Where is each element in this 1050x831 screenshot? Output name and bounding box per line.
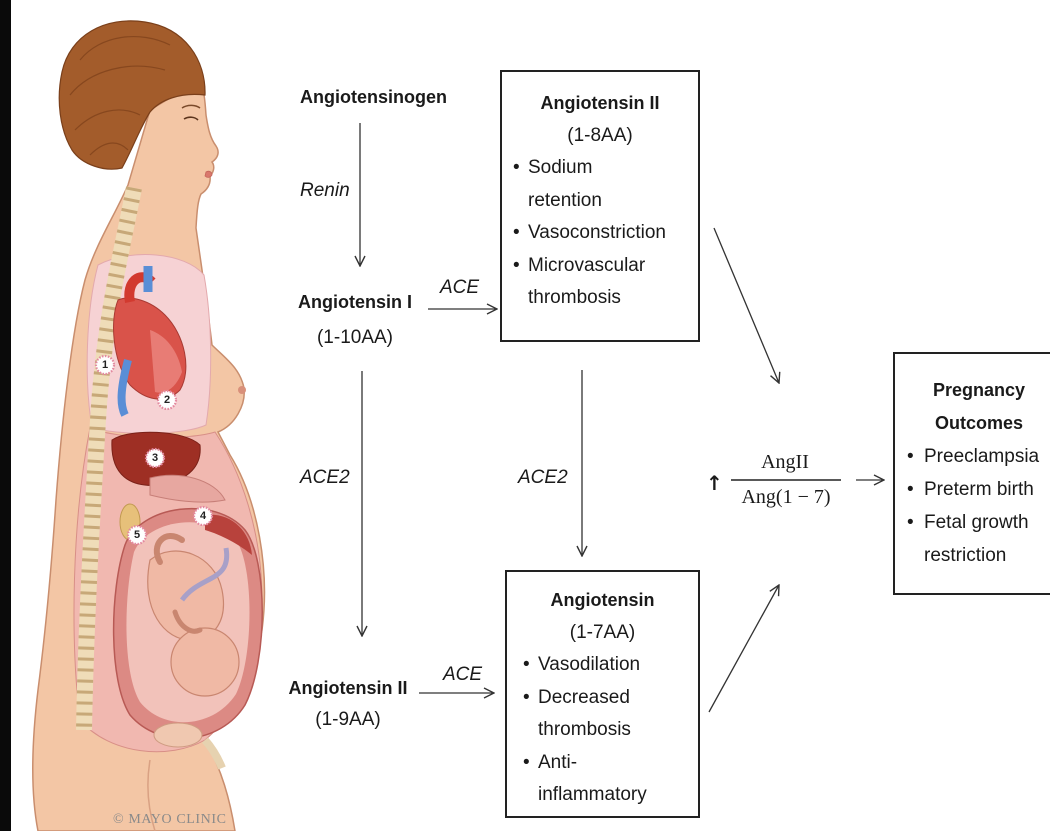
fetus-head [171, 628, 239, 696]
left-edge-strip [0, 0, 11, 831]
angiotensin-i-length: (1-10AA) [275, 320, 435, 356]
renin-label: Renin [300, 180, 350, 202]
bullet-preeclampsia: • Preeclampsia [895, 440, 1050, 473]
nipple [238, 386, 246, 394]
bullet-sodium-retention: • Sodium retention [502, 152, 698, 217]
ace2-right-label: ACE2 [518, 467, 568, 489]
bullet-line: Decreased [538, 682, 698, 715]
bullet-dot: • [907, 440, 914, 473]
bullet-line: Preterm birth [924, 473, 1050, 506]
marker-number: 2 [164, 394, 170, 406]
arrow-angiotensin-ii-to-ratio [714, 228, 779, 383]
bullet-dot: • [907, 506, 914, 539]
bullet-line: retention [528, 185, 698, 218]
bullet-line: inflammatory [538, 779, 698, 812]
bullet-microvascular-thrombosis: • Microvascular thrombosis [502, 250, 698, 315]
bullet-line: restriction [924, 539, 1050, 572]
pregnant-woman-illustration: 1 2 3 4 5 [0, 0, 270, 831]
bullet-dot: • [523, 682, 530, 715]
ratio-numerator: AngII [730, 449, 840, 475]
marker-number: 4 [200, 510, 207, 522]
bullet-line: Sodium [528, 152, 698, 185]
bullet-line: Anti- [538, 747, 698, 780]
bullet-decreased-thrombosis: • Decreased thrombosis [507, 682, 698, 747]
ratio-increase-arrow: ↑ [706, 470, 723, 496]
bullet-anti-inflammatory: • Anti- inflammatory [507, 747, 698, 812]
angiotensin-i-title: Angiotensin I [275, 284, 435, 320]
bullet-line: Preeclampsia [924, 440, 1050, 473]
angiotensin-ii-box-length: (1-8AA) [502, 120, 698, 153]
outcomes-title-line: Outcomes [895, 407, 1050, 440]
bullet-dot: • [513, 250, 520, 283]
marker-3: 3 [146, 449, 164, 467]
angiotensin-1-9-node: Angiotensin II (1-9AA) [268, 673, 428, 735]
marker-number: 3 [152, 452, 158, 464]
marker-2: 2 [158, 391, 176, 409]
lips [205, 171, 212, 177]
bullet-dot: • [523, 747, 530, 780]
marker-4: 4 [194, 507, 212, 525]
ace2-left-label: ACE2 [300, 467, 350, 489]
bullet-dot: • [907, 473, 914, 506]
bullet-line: Vasoconstriction [528, 217, 698, 250]
bullet-line: thrombosis [528, 282, 698, 315]
bullet-vasoconstriction: • Vasoconstriction [502, 217, 698, 250]
bullet-preterm-birth: • Preterm birth [895, 473, 1050, 506]
bullet-line: Vasodilation [538, 649, 698, 682]
bullet-line: thrombosis [538, 714, 698, 747]
ace-lower-label: ACE [443, 664, 482, 686]
image-credit: © MAYO CLINIC [113, 810, 227, 830]
angiotensin-1-7-box-title: Angiotensin [507, 584, 698, 617]
bullet-line: Microvascular [528, 250, 698, 283]
angiotensin-ii-box-title: Angiotensin II [502, 87, 698, 120]
ace-upper-label: ACE [440, 277, 479, 299]
marker-1: 1 [96, 356, 114, 374]
angiotensinogen-label: Angiotensinogen [300, 86, 447, 108]
outcomes-title-line: Pregnancy [895, 374, 1050, 407]
arrow-angiotensin-1-7-to-ratio [709, 585, 779, 712]
marker-5: 5 [128, 526, 146, 544]
angiotensin-i-node: Angiotensin I (1-10AA) [275, 284, 435, 356]
bullet-vasodilation: • Vasodilation [507, 649, 698, 682]
angiotensin-1-9-title: Angiotensin II [268, 673, 428, 704]
angiotensin-ii-box: Angiotensin II (1-8AA) • Sodium retentio… [500, 70, 700, 342]
bladder [154, 723, 202, 747]
bullet-dot: • [513, 152, 520, 185]
marker-number: 1 [102, 359, 108, 371]
bullet-fetal-growth-restriction: • Fetal growth restriction [895, 506, 1050, 572]
marker-number: 5 [134, 529, 140, 541]
ratio-denominator: Ang(1 − 7) [731, 484, 841, 510]
bullet-line: Fetal growth [924, 506, 1050, 539]
pregnancy-outcomes-box: Pregnancy Outcomes • Preeclampsia • Pret… [893, 352, 1050, 595]
angiotensin-1-7-box-length: (1-7AA) [507, 617, 698, 650]
bullet-dot: • [523, 649, 530, 682]
bullet-dot: • [513, 217, 520, 250]
angiotensin-1-7-box: Angiotensin (1-7AA) • Vasodilation • Dec… [505, 570, 700, 818]
angiotensin-1-9-length: (1-9AA) [268, 704, 428, 735]
